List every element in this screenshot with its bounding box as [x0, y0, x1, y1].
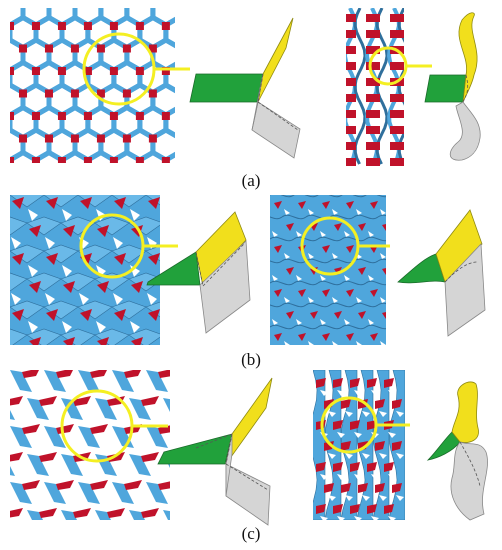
highlight-circle-a-twisted	[368, 46, 432, 86]
row-b	[10, 195, 486, 345]
highlight-circle-c-twisted	[320, 396, 410, 454]
lattice-c-twisted	[313, 370, 405, 520]
row-c	[10, 370, 488, 526]
lattice-b-twisted	[270, 195, 386, 345]
caption-b: (b)	[241, 350, 261, 369]
lattice-b-flat	[10, 195, 160, 345]
lattice-a-flat	[10, 8, 175, 163]
unit-cell-b-flat	[146, 211, 251, 334]
lattice-c-flat	[10, 370, 170, 520]
caption-c: (c)	[241, 524, 261, 543]
unit-cell-c-flat	[157, 377, 273, 526]
unit-cell-b-twisted	[397, 209, 486, 337]
unit-cell-a-flat	[189, 17, 301, 159]
caption-a: (a)	[241, 171, 261, 190]
lattice-a-twisted	[346, 8, 404, 166]
highlight-circle-b-flat	[79, 213, 178, 279]
unit-cell-c-twisted	[426, 381, 488, 521]
highlight-circle-c-flat	[60, 389, 168, 463]
highlight-circle-a-flat	[82, 32, 190, 106]
highlight-circle-b-twisted	[300, 216, 390, 276]
unit-cell-a-twisted	[424, 12, 481, 161]
row-a	[10, 8, 481, 166]
